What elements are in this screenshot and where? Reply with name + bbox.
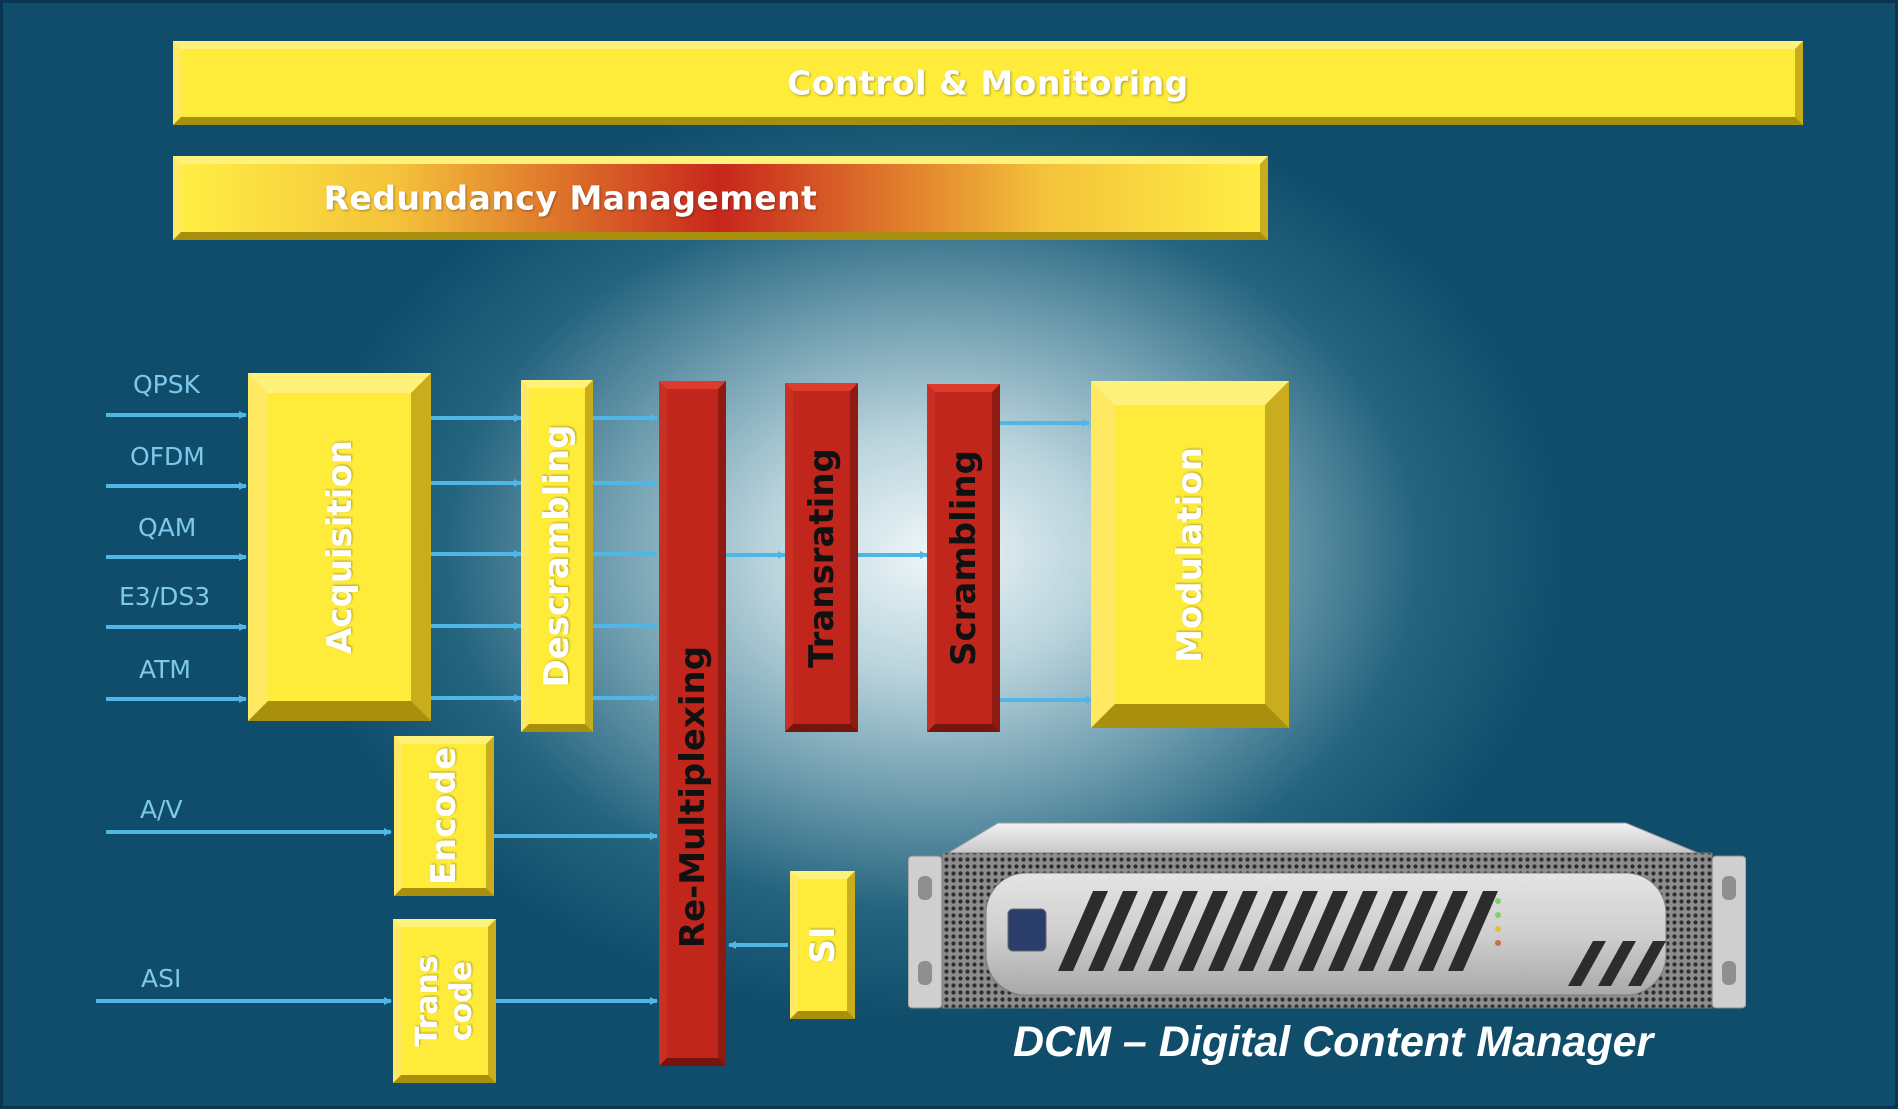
- encode-block: Encode: [394, 736, 494, 896]
- modulation-block: Modulation: [1091, 381, 1289, 728]
- scrambling-label: Scrambling: [943, 450, 984, 666]
- transcode-line-2: code: [443, 960, 479, 1042]
- input-label-qam: QAM: [138, 513, 197, 542]
- modulation-label: Modulation: [1170, 446, 1210, 663]
- dcm-caption: DCM – Digital Content Manager: [1013, 1018, 1654, 1066]
- input-label-av: A/V: [140, 795, 183, 824]
- acquisition-label: Acquisition: [319, 439, 360, 655]
- transcode-line-1: Trans: [409, 955, 445, 1047]
- remultiplexing-label: Re-Multiplexing: [672, 646, 713, 949]
- transrating-label: Transrating: [801, 447, 842, 668]
- encode-label: Encode: [424, 746, 464, 886]
- input-label-atm: ATM: [139, 655, 192, 684]
- transcode-block: Trans code: [393, 919, 496, 1083]
- acquisition-block: Acquisition: [248, 373, 431, 721]
- descrambling-label: Descrambling: [537, 424, 577, 688]
- redundancy-management-bar: Redundancy Management: [173, 156, 1268, 240]
- si-block: SI: [790, 871, 855, 1019]
- remultiplexing-block: Re-Multiplexing: [659, 381, 726, 1066]
- input-label-qpsk: QPSK: [133, 370, 201, 399]
- input-label-e3ds3: E3/DS3: [119, 582, 211, 611]
- redundancy-management-label: Redundancy Management: [323, 178, 818, 218]
- signal-arrows: [96, 411, 1094, 1005]
- control-monitoring-bar: Control & Monitoring: [173, 41, 1803, 125]
- si-label: SI: [802, 926, 843, 964]
- transrating-block: Transrating: [785, 383, 858, 732]
- scrambling-block: Scrambling: [927, 384, 1000, 732]
- input-label-asi: ASI: [141, 964, 182, 993]
- transcode-label: Trans code: [409, 955, 479, 1047]
- control-monitoring-label: Control & Monitoring: [787, 63, 1189, 103]
- descrambling-block: Descrambling: [521, 380, 593, 732]
- input-label-ofdm: OFDM: [130, 442, 205, 471]
- dcm-device-image: [908, 822, 1746, 1009]
